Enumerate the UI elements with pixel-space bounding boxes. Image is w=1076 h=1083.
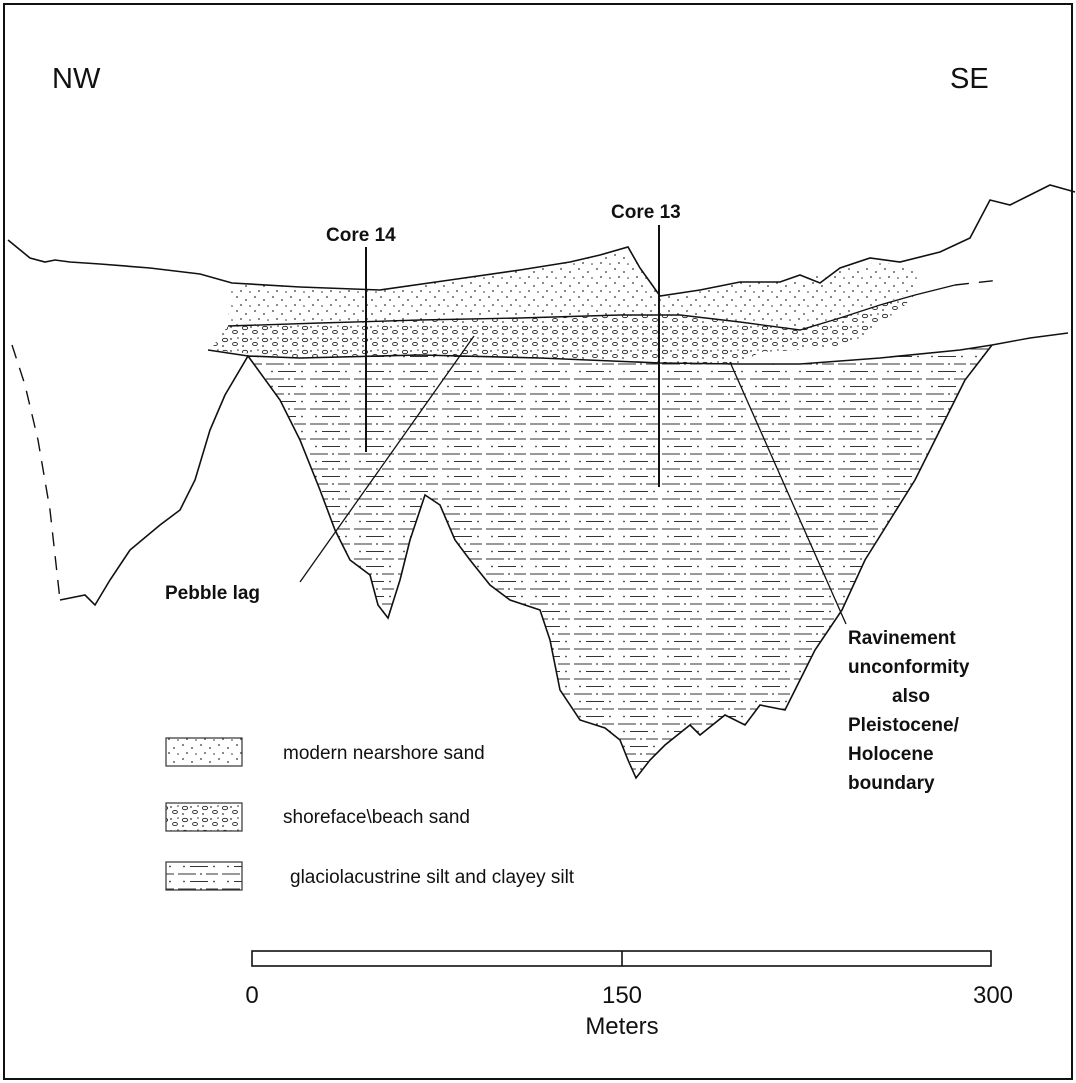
legend-swatch-nearshore-sand [165, 737, 243, 767]
direction-label-se: SE [950, 63, 989, 95]
core-13-label: Core 13 [611, 202, 681, 223]
ravinement-leader [729, 361, 847, 625]
scale-unit-label: Meters [585, 1013, 658, 1040]
scale-tick-150: 150 [602, 982, 642, 1009]
modern-nearshore-sand-unit [228, 252, 920, 330]
direction-label-nw: NW [52, 63, 101, 95]
shoreface-beach-sand-unit [210, 295, 915, 364]
legend-swatch-shoreface-sand [165, 802, 243, 832]
scale-tick-300: 300 [973, 982, 1013, 1009]
pebble-lag-leader [299, 335, 475, 583]
legend-label-glaciolacustrine-silt: glaciolacustrine silt and clayey silt [290, 867, 575, 888]
shoreface-upper-contact-dashed [954, 279, 1001, 286]
ravinement-line-4: Pleistocene/ [848, 715, 960, 736]
ravinement-annotation: Ravinement unconformity also Pleistocene… [848, 628, 970, 794]
pebble-lag-label: Pebble lag [165, 583, 260, 604]
bedrock-surface [991, 332, 1069, 346]
basin-outline-dashed [11, 344, 61, 601]
shoreface-upper-contact [227, 284, 956, 331]
legend: modern nearshore sand shoreface\beach sa… [165, 737, 575, 891]
ravinement-line-3: also [892, 686, 930, 707]
scale-bar: 0 150 300 Meters [245, 950, 1013, 1040]
core-14-label: Core 14 [326, 225, 396, 246]
legend-swatch-glaciolacustrine-silt [165, 861, 243, 891]
sea-floor-profile [7, 184, 1076, 297]
basin-outline [59, 344, 993, 780]
legend-label-nearshore-sand: modern nearshore sand [283, 743, 485, 764]
scale-tick-0: 0 [245, 982, 258, 1009]
glaciolacustrine-silt-unit [248, 345, 992, 778]
ravinement-line-1: Ravinement [848, 628, 956, 649]
ravinement-line-2: unconformity [848, 657, 970, 678]
ravinement-line-5: Holocene [848, 744, 934, 765]
ravinement-line-6: boundary [848, 773, 935, 794]
legend-label-shoreface-sand: shoreface\beach sand [283, 807, 470, 828]
figure-border [3, 3, 1073, 1080]
